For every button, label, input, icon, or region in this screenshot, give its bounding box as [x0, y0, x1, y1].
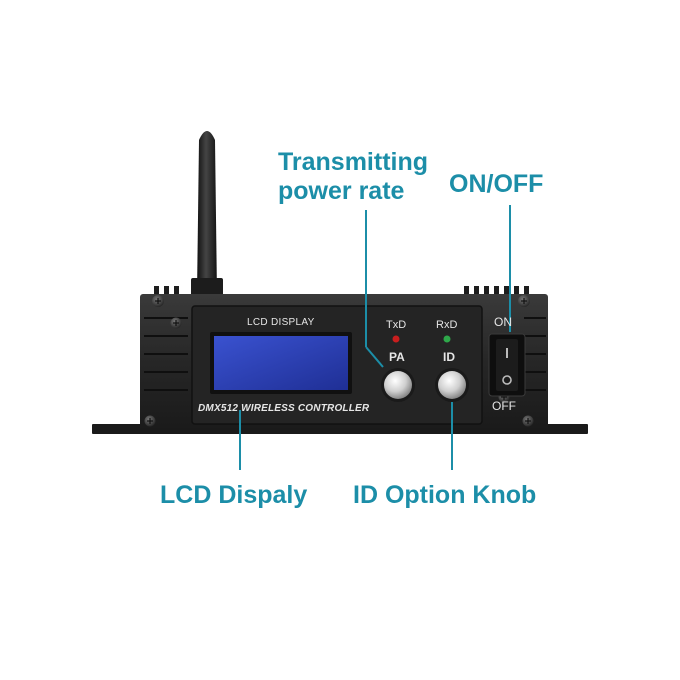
pa-label: PA	[389, 350, 405, 364]
id-knob	[435, 368, 469, 402]
antenna	[191, 131, 223, 296]
id-label: ID	[443, 350, 455, 364]
screw-icons	[144, 295, 534, 427]
on-off-callout: ON/OFF	[449, 170, 544, 198]
off-label: OFF	[492, 399, 516, 413]
side-grooves	[144, 317, 546, 391]
lcd-callout: LCD Dispaly	[160, 481, 308, 509]
transmitting-callout-line1: Transmitting	[278, 148, 429, 176]
txd-led	[392, 335, 400, 343]
id-knob-callout: ID Option Knob	[353, 481, 537, 509]
top-fins	[154, 286, 529, 298]
txd-label: TxD	[386, 319, 407, 331]
model-label: DMX512 WIRELESS CONTROLLER	[198, 403, 370, 414]
transmitting-power-callout: Transmitting power rate	[278, 148, 428, 206]
transmitting-callout-line2: power rate	[278, 177, 405, 205]
on-label: ON	[494, 315, 512, 329]
rxd-led	[443, 335, 451, 343]
callout-lines	[239, 205, 511, 470]
rxd-label: RxD	[436, 319, 458, 331]
lcd-screen	[214, 336, 348, 390]
pa-knob	[381, 368, 415, 402]
power-switch	[488, 333, 526, 397]
lcd-caption: LCD DISPLAY	[247, 317, 315, 328]
